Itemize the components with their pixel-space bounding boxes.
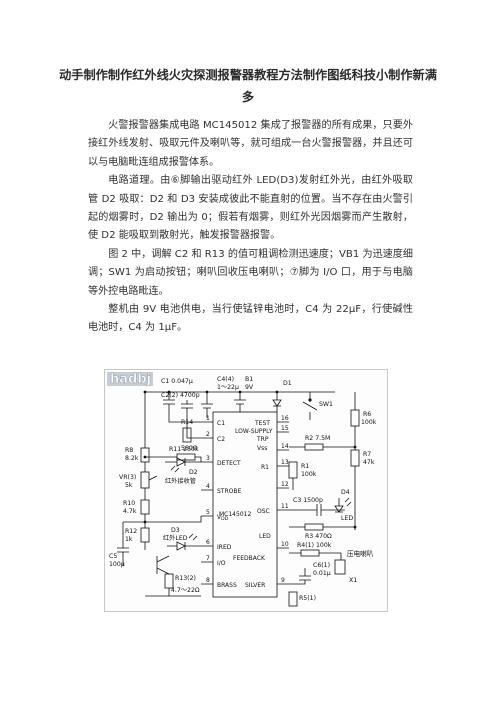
ic-body <box>212 411 278 598</box>
label-r8-value: 8.2k <box>125 455 139 462</box>
pin-label-test: TEST <box>254 420 270 427</box>
pin-label-detect: DETECT <box>217 460 241 467</box>
pin-label-led: LED <box>259 533 271 540</box>
pin-num-10: 10 <box>281 541 289 548</box>
label-speaker: 压电喇叭 <box>347 549 374 558</box>
pin-num-9: 9 <box>281 577 285 584</box>
pin-num-16: 16 <box>281 415 289 422</box>
label-r6-value: 100k <box>361 419 377 426</box>
label-c3: C3 1500p <box>293 497 323 504</box>
label-b1-value: 9V <box>245 384 254 391</box>
label-r12-value: 1k <box>125 536 133 543</box>
label-c6-value: 0.01μ <box>313 570 331 577</box>
ic-name: MC145012 <box>219 511 251 518</box>
pin-num-2: 2 <box>206 431 210 438</box>
pin-label-vdd: VDD <box>217 514 229 522</box>
label-d1: D1 <box>283 380 292 387</box>
label-d2: D2 <box>189 469 198 476</box>
pin-label-osc: OSC <box>257 508 270 515</box>
label-r7-value: 47k <box>363 459 375 466</box>
label-r1: R1 <box>301 463 309 470</box>
pin-num-13: 13 <box>281 459 289 466</box>
label-r14-value: 560Ω <box>181 445 198 452</box>
label-vr1-value: 5k <box>125 482 133 489</box>
pin-label-c2: C2 <box>217 436 225 443</box>
label-r10-value: 4.7k <box>123 508 137 515</box>
label-r2: R2 7.5M <box>305 435 330 442</box>
label-x1: X1 <box>349 577 357 584</box>
pin-label-r1: R1 <box>261 464 269 471</box>
label-r8: R8 <box>125 447 133 454</box>
pin-num-14: 14 <box>281 443 289 450</box>
label-r13-value: 4.7～22Ω <box>171 587 200 594</box>
label-sw1: SW1 <box>319 401 333 408</box>
label-d3: D3 <box>171 527 180 534</box>
pin-label-brass: BRASS <box>217 582 237 589</box>
label-r11: R11 250k <box>169 446 199 453</box>
paragraph-2: 电路道理。由⑥脚输出驱动红外 LED(D3)发射红外光，由红外吸取管 D2 吸取… <box>88 175 413 242</box>
label-r5: R5(1) <box>299 595 316 602</box>
pin-num-5: 5 <box>206 509 210 516</box>
label-r14: R14 <box>181 419 193 426</box>
pin-num-15: 15 <box>281 425 289 432</box>
pin-label-trp: TRP <box>256 436 269 443</box>
pin-num-6: 6 <box>206 539 210 546</box>
pin-label-low-supply: LOW-SUPPLY <box>235 428 273 435</box>
label-r12: R12 <box>125 528 137 535</box>
pin-num-7: 7 <box>206 555 210 562</box>
label-r10: R10 <box>123 500 135 507</box>
watermark: hadbj <box>110 372 151 387</box>
label-r4: R4(1) 100k <box>297 542 332 549</box>
pin-num-8: 8 <box>206 577 210 584</box>
label-c5-value: 100μ <box>109 561 125 568</box>
label-d4: D4 <box>341 489 350 496</box>
circuit-diagram: hadbj C1 C2 DETECT STROBE VDD IRED I/O B… <box>104 369 388 612</box>
label-c4: C4(4) <box>217 376 234 383</box>
pin-label-c1: C1 <box>217 420 225 427</box>
pin-label-silver: SILVER <box>245 582 265 589</box>
paragraph-3: 图 2 中，调解 C2 和 R13 的值可粗调检测迅速度；VB1 为迅速度细调；… <box>88 248 413 297</box>
label-c4-value: 1～22μ <box>217 384 239 391</box>
pin-label-io: I/O <box>217 560 226 567</box>
paragraph-4: 整机由 9V 电池供电，当行使锰锌电池时，C4 为 22μF，行使碱性电池时，C… <box>88 304 413 334</box>
label-r1-value: 100k <box>301 471 317 478</box>
pin-label-vss: Vss <box>257 445 267 452</box>
label-c2: C2(2) 4700p <box>161 392 200 399</box>
label-c6: C6(1) <box>313 562 330 569</box>
label-r3: R3 470Ω <box>305 533 332 540</box>
label-c1: C1 0.047μ <box>161 378 193 385</box>
label-d3-cn: 红外LED <box>163 534 188 542</box>
circuit-schematic: hadbj C1 C2 DETECT STROBE VDD IRED I/O B… <box>107 372 377 607</box>
pin-num-4: 4 <box>206 483 210 490</box>
pin-num-3: 3 <box>206 455 210 462</box>
label-d2-cn: 红外接收管 <box>165 477 196 485</box>
label-r7: R7 <box>363 451 371 458</box>
label-r6: R6 <box>363 411 371 418</box>
pin-label-feedback: FEEDBACK <box>233 555 266 562</box>
label-b1: B1 <box>245 376 253 383</box>
document-body: 火警报警器集成电路 MC145012 集成了报警器的所有成果，只要外接红外线发射… <box>88 117 413 338</box>
label-vr1: VR(3) <box>119 474 136 481</box>
pin-num-1: 1 <box>206 415 210 422</box>
label-d4-value: LED <box>341 515 353 522</box>
pin-label-strobe: STROBE <box>217 488 241 495</box>
label-r13: R13(2) <box>175 575 196 582</box>
document-title: 动手制作制作红外线火灾探测报警器教程方法制作图纸科技小制作新满多 <box>59 68 437 104</box>
pin-num-12: 12 <box>281 481 289 488</box>
label-c5: C5 <box>109 553 117 560</box>
pin-num-11: 11 <box>281 503 289 510</box>
paragraph-1: 火警报警器集成电路 MC145012 集成了报警器的所有成果，只要外接红外线发射… <box>88 120 413 168</box>
pin-label-ired: IRED <box>217 544 232 551</box>
